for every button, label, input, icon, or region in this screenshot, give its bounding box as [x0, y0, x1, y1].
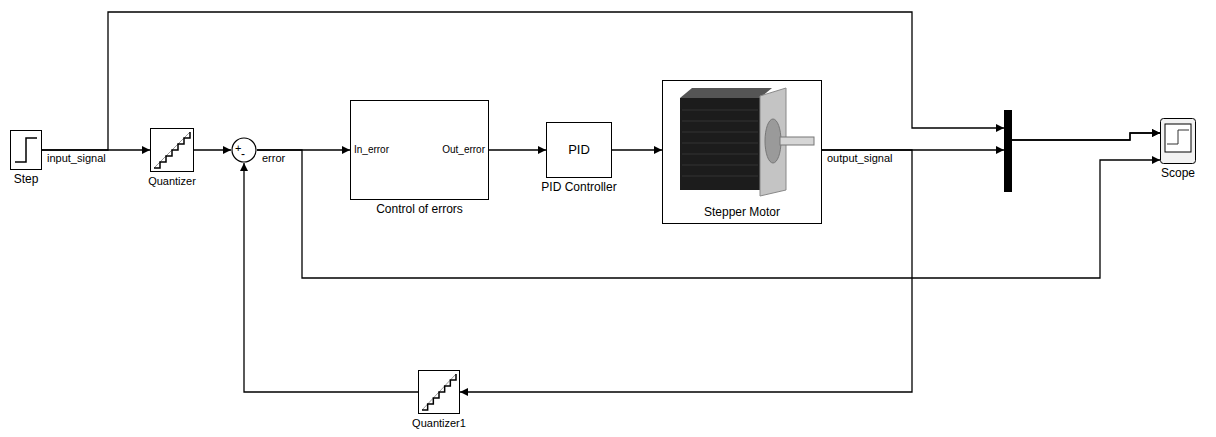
- simulink-block: PIDPID Controller: [546, 122, 612, 178]
- mux-input-arrow: [996, 124, 1004, 132]
- block-text: Stepper Motor: [704, 206, 780, 220]
- quant-icon: [419, 371, 460, 414]
- block-label: Quantizer: [148, 175, 196, 188]
- block-label: Step: [14, 173, 39, 187]
- rect-icon: [351, 101, 489, 200]
- signal-name: input_signal: [46, 152, 107, 165]
- rect-icon: [547, 123, 612, 178]
- block-outline: [150, 128, 194, 172]
- block-outline: [418, 370, 460, 414]
- motor-icon: [663, 81, 822, 224]
- block-label: PID Controller: [541, 181, 616, 195]
- simulink-block: Quantizer1: [418, 370, 460, 414]
- mux-bar: [1004, 110, 1012, 192]
- block-label: Control of errors: [376, 203, 463, 217]
- sign-label: +: [235, 142, 241, 155]
- step-icon: [11, 131, 42, 170]
- block-text: In_error: [354, 144, 389, 156]
- simulink-block: Step: [10, 130, 42, 170]
- simulink-block: In_errorOut_errorControl of errors: [350, 100, 489, 200]
- block-text: PID: [568, 143, 590, 158]
- signal-line: [612, 149, 662, 150]
- quant-icon: [151, 129, 194, 172]
- motor-block: Stepper Motor: [662, 80, 822, 224]
- sum-junction: +-: [231, 137, 257, 163]
- block-outline: [10, 130, 42, 170]
- signal-line: [822, 133, 1160, 150]
- block-label: Scope: [1161, 167, 1195, 181]
- signal-line: [489, 149, 546, 150]
- mux-input-arrow: [996, 146, 1004, 154]
- simulink-block: Scope: [1160, 118, 1196, 164]
- sign-label: -: [241, 148, 245, 162]
- signal-name: output_signal: [826, 152, 893, 165]
- block-text: Out_error: [442, 144, 485, 156]
- block-label: Quantizer1: [412, 417, 466, 430]
- block-outline: [1160, 118, 1196, 164]
- scope-icon: [1161, 119, 1196, 164]
- block-outline: [662, 80, 822, 224]
- circle-icon: [232, 138, 256, 162]
- simulink-block: Quantizer: [150, 128, 194, 172]
- signal-name: error: [261, 152, 286, 165]
- signal-line: [194, 149, 231, 150]
